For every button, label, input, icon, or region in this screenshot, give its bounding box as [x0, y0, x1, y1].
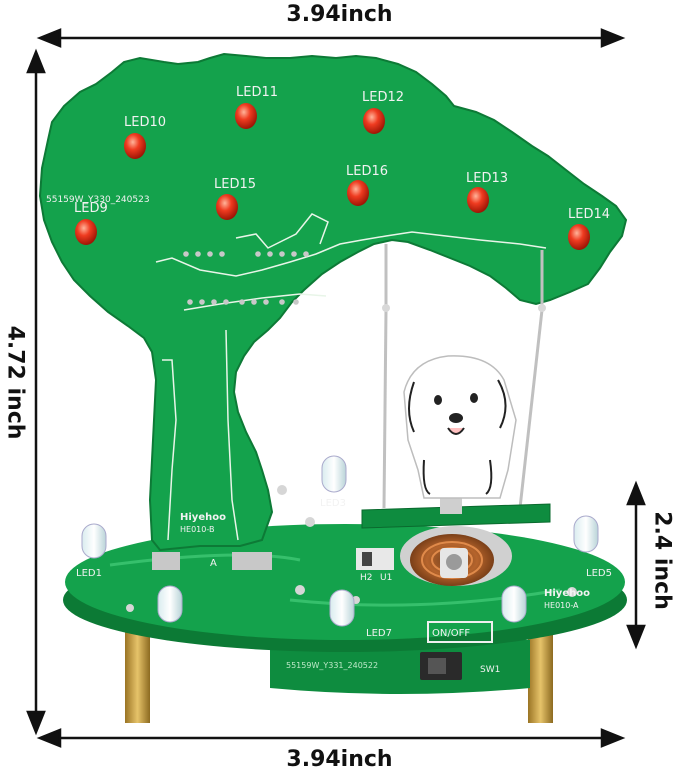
led12-red [363, 108, 385, 134]
led11-red [235, 103, 257, 129]
base-lower-board [270, 640, 530, 694]
led6-clear [501, 585, 527, 623]
height-label: 4.72 inch [2, 325, 28, 440]
wireless-coil [400, 526, 512, 586]
led9-red [75, 219, 97, 245]
led3-clear [321, 455, 347, 493]
label-led16: LED16 [346, 164, 388, 179]
clear-leds [81, 455, 599, 627]
label-led10: LED10 [124, 115, 166, 130]
width-top-label: 3.94inch [286, 2, 393, 27]
led4-clear [573, 515, 599, 553]
u1-label: U1 [380, 573, 392, 583]
led15-red [216, 194, 238, 220]
brand-logo-b: Hiyehoo [180, 512, 226, 523]
label-led13: LED13 [466, 171, 508, 186]
led10-red [124, 133, 146, 159]
tree-part-code: 55159W_Y330_240523 [46, 195, 150, 205]
model-b: HE010-B [180, 525, 214, 534]
label-led7: LED7 [366, 628, 392, 639]
base-height-label: 2.4 inch [649, 511, 675, 610]
led7-clear [329, 589, 355, 627]
brass-legs [125, 626, 553, 723]
label-led1: LED1 [76, 568, 102, 579]
label-led15: LED15 [214, 177, 256, 192]
led14-red [568, 224, 590, 250]
led1-clear [81, 523, 107, 559]
tree-board [38, 52, 628, 552]
switch-label: ON/OFF [432, 628, 470, 639]
label-led14: LED14 [568, 207, 610, 222]
h2-label: H2 [360, 573, 373, 583]
led2-clear [157, 585, 183, 623]
red-leds [75, 103, 590, 250]
bottom-part-code: 55159W_Y331_240522 [286, 661, 378, 670]
label-led3: LED3 [320, 498, 346, 509]
base-labels: LED1 LED3 LED5 LED7 Hiyehoo HE010-B Hiye… [76, 498, 612, 675]
label-led5: LED5 [586, 568, 612, 579]
width-bottom-label: 3.94inch [286, 747, 393, 772]
model-a: HE010-A [544, 601, 579, 610]
tree-labels: LED9 LED10 LED11 LED12 LED13 LED14 LED15… [46, 85, 610, 222]
brand-logo-a: Hiyehoo [544, 588, 590, 599]
label-led11: LED11 [236, 85, 278, 100]
led16-red [347, 180, 369, 206]
led13-red [467, 187, 489, 213]
swing-seat [361, 498, 551, 529]
mark-a: A [210, 558, 217, 569]
swing-ropes [382, 244, 544, 509]
dimension-arrows [26, 28, 646, 748]
label-led9: LED9 [74, 201, 108, 216]
dog-figure [403, 355, 517, 499]
label-led12: LED12 [362, 90, 404, 105]
switch-ref: SW1 [480, 665, 500, 675]
